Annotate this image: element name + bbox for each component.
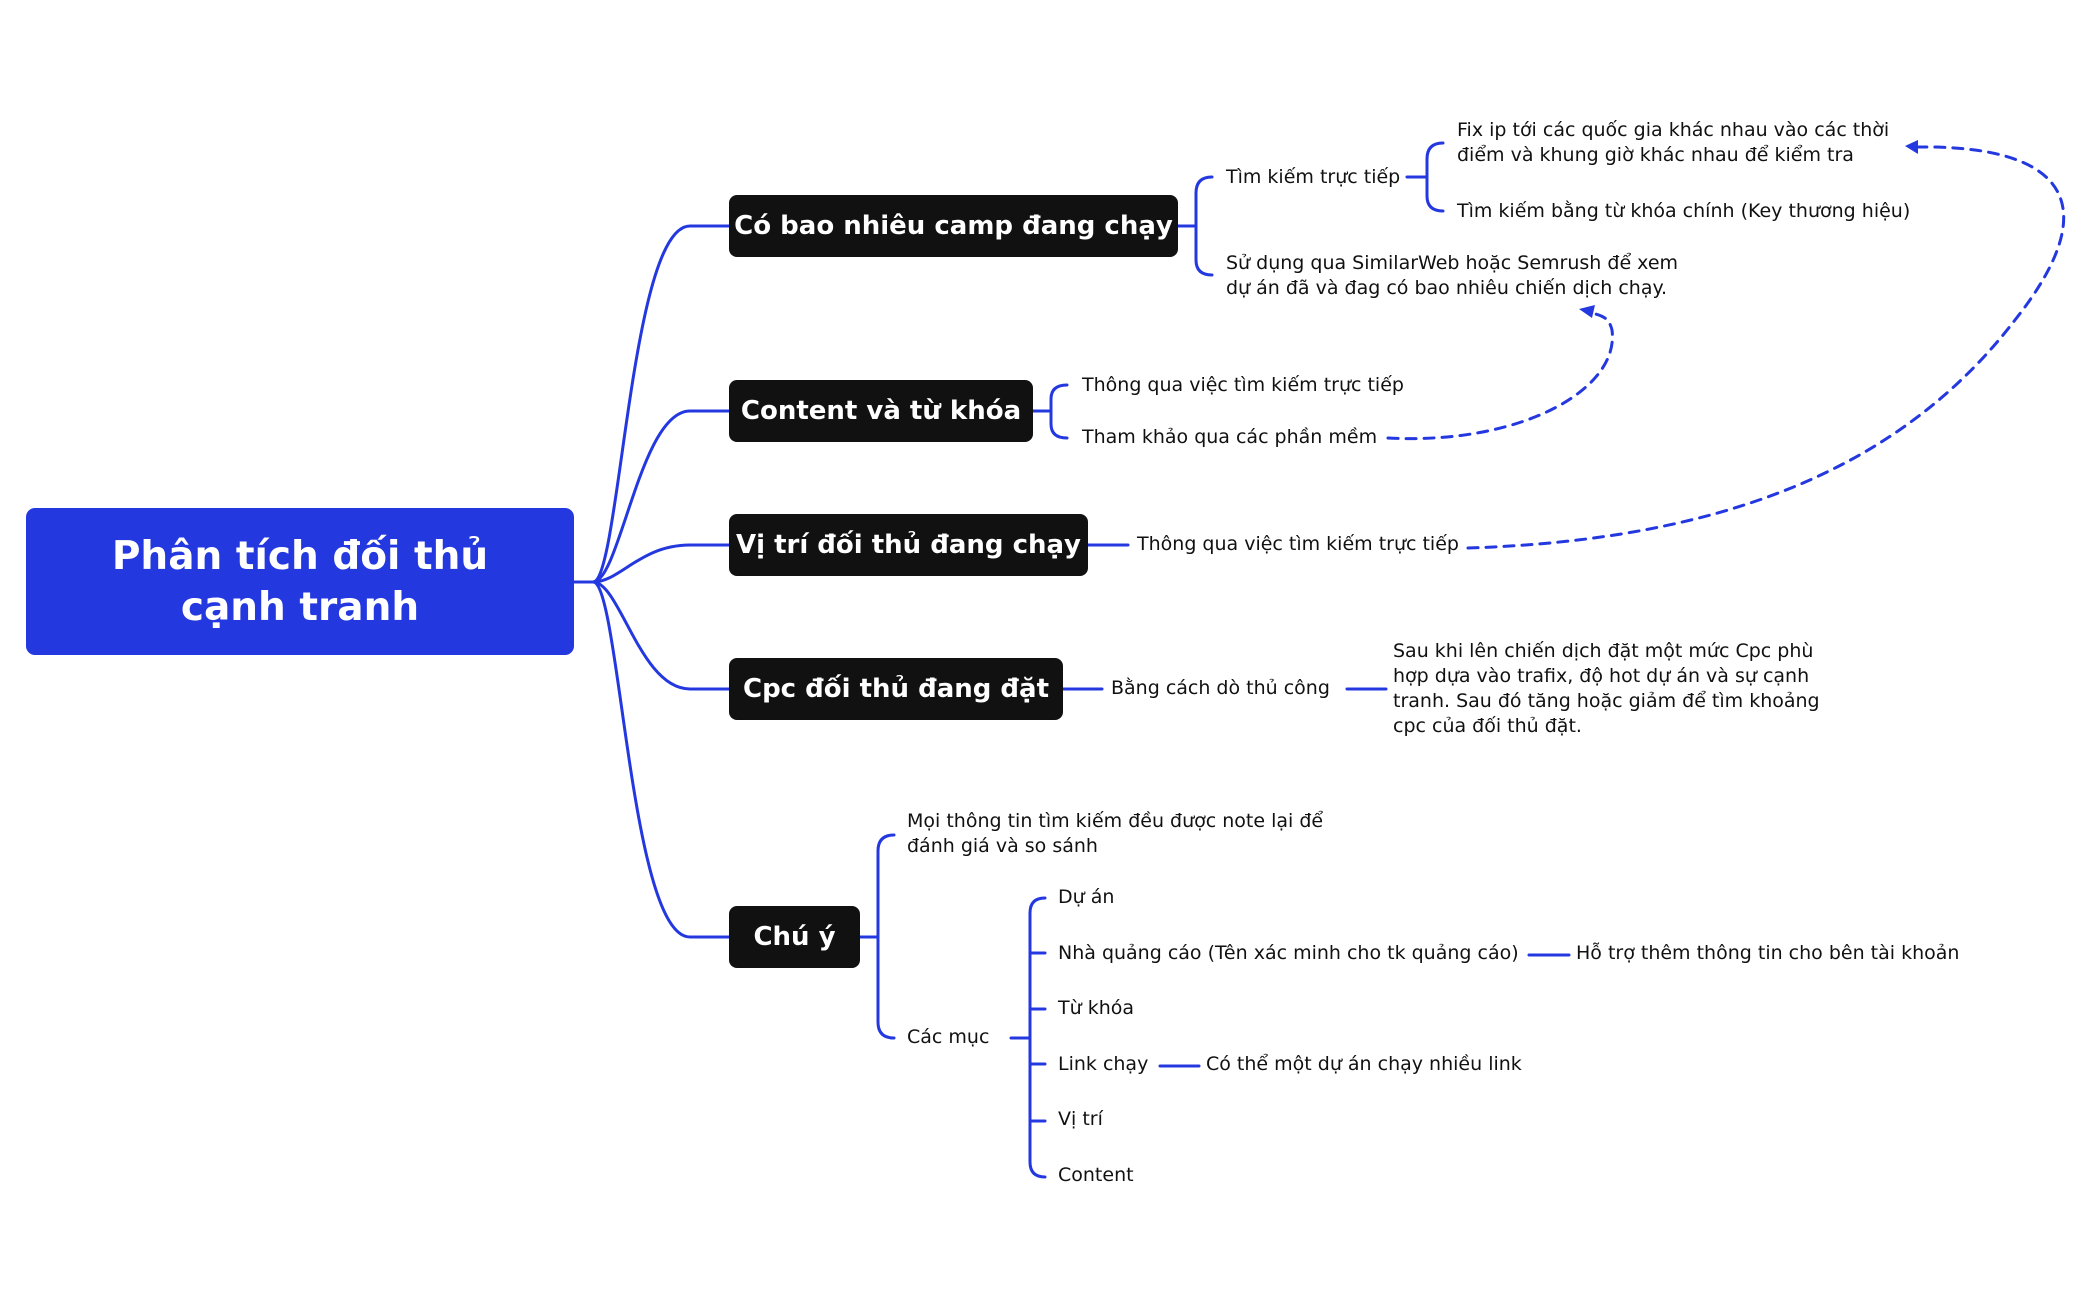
branch-content-keyword[interactable]: Content và từ khóa: [729, 380, 1033, 442]
branch-notes-label: Chú ý: [753, 922, 836, 952]
leaf-item-project[interactable]: Dự án: [1058, 886, 1115, 908]
leaf-position-direct-search[interactable]: Thông qua việc tìm kiếm trực tiếp: [1137, 533, 1459, 555]
leaf-item-keyword[interactable]: Từ khóa: [1058, 997, 1134, 1019]
connector-branch-2-bracket: [1031, 383, 1069, 440]
leaf-item-position[interactable]: Vị trí: [1058, 1108, 1103, 1130]
leaf-content-direct-search[interactable]: Thông qua việc tìm kiếm trực tiếp: [1082, 374, 1404, 396]
leaf-brand-keyword-search[interactable]: Tìm kiếm bằng từ khóa chính (Key thương …: [1457, 200, 1911, 222]
branch-competitor-cpc-label: Cpc đối thủ đang đặt: [742, 674, 1049, 704]
branch-content-keyword-label: Content và từ khóa: [740, 396, 1022, 426]
branch-competitor-cpc[interactable]: Cpc đối thủ đang đặt: [729, 658, 1063, 720]
connector-root-to-branch-1: [572, 224, 731, 584]
connector-root-to-branch-2: [572, 409, 731, 584]
leaf-manual-probing[interactable]: Bằng cách dò thủ công: [1111, 677, 1330, 699]
leaf-item-advertiser[interactable]: Nhà quảng cáo (Tên xác minh cho tk quảng…: [1058, 942, 1519, 964]
connector-branch-5-bracket: [858, 833, 896, 1040]
dashed-arrow-software-to-similarweb: [1386, 311, 1614, 441]
leaf-software-reference[interactable]: Tham khảo qua các phần mềm: [1082, 426, 1378, 448]
connector-root-to-branch-5: [572, 580, 731, 939]
connector-items-bracket: [1009, 896, 1047, 1179]
leaf-item-content[interactable]: Content: [1058, 1164, 1134, 1186]
leaf-fix-ip[interactable]: Fix ip tới các quốc gia khác nhau vào cá…: [1457, 119, 1890, 166]
branch-camp-count[interactable]: Có bao nhiêu camp đang chạy: [729, 195, 1178, 257]
branch-notes[interactable]: Chú ý: [729, 906, 860, 968]
leaf-direct-search[interactable]: Tìm kiếm trực tiếp: [1226, 166, 1401, 188]
connector-search-direct-bracket: [1405, 141, 1445, 213]
leaf-multiple-links[interactable]: Có thể một dự án chạy nhiều link: [1206, 1053, 1522, 1075]
arrowhead-fixip: [1905, 140, 1918, 154]
branch-camp-count-label: Có bao nhiêu camp đang chạy: [734, 211, 1173, 241]
leaf-similarweb-semrush[interactable]: Sử dụng qua SimilarWeb hoặc Semrush để x…: [1226, 252, 1679, 299]
leaf-item-run-link[interactable]: Link chạy: [1058, 1053, 1149, 1075]
root-title: Phân tích đối thủ cạnh tranh: [111, 533, 489, 630]
leaf-items[interactable]: Các mục: [907, 1026, 990, 1048]
leaf-note-everything[interactable]: Mọi thông tin tìm kiếm đều được note lại…: [907, 810, 1324, 857]
branch-competitor-position[interactable]: Vị trí đối thủ đang chạy: [729, 514, 1088, 576]
arrowhead-similarweb: [1579, 305, 1595, 318]
connector-root-to-branch-4: [572, 580, 731, 691]
root-node[interactable]: Phân tích đối thủ cạnh tranh: [26, 508, 574, 655]
connector-branch-1-bracket: [1176, 175, 1214, 277]
leaf-advertiser-support[interactable]: Hỗ trợ thêm thông tin cho bên tài khoản: [1576, 942, 1960, 964]
leaf-cpc-method[interactable]: Sau khi lên chiến dịch đặt một mức Cpc p…: [1393, 640, 1820, 737]
branch-competitor-position-label: Vị trí đối thủ đang chạy: [736, 530, 1081, 560]
dashed-arrow-position-to-fixip: [1466, 145, 2066, 550]
